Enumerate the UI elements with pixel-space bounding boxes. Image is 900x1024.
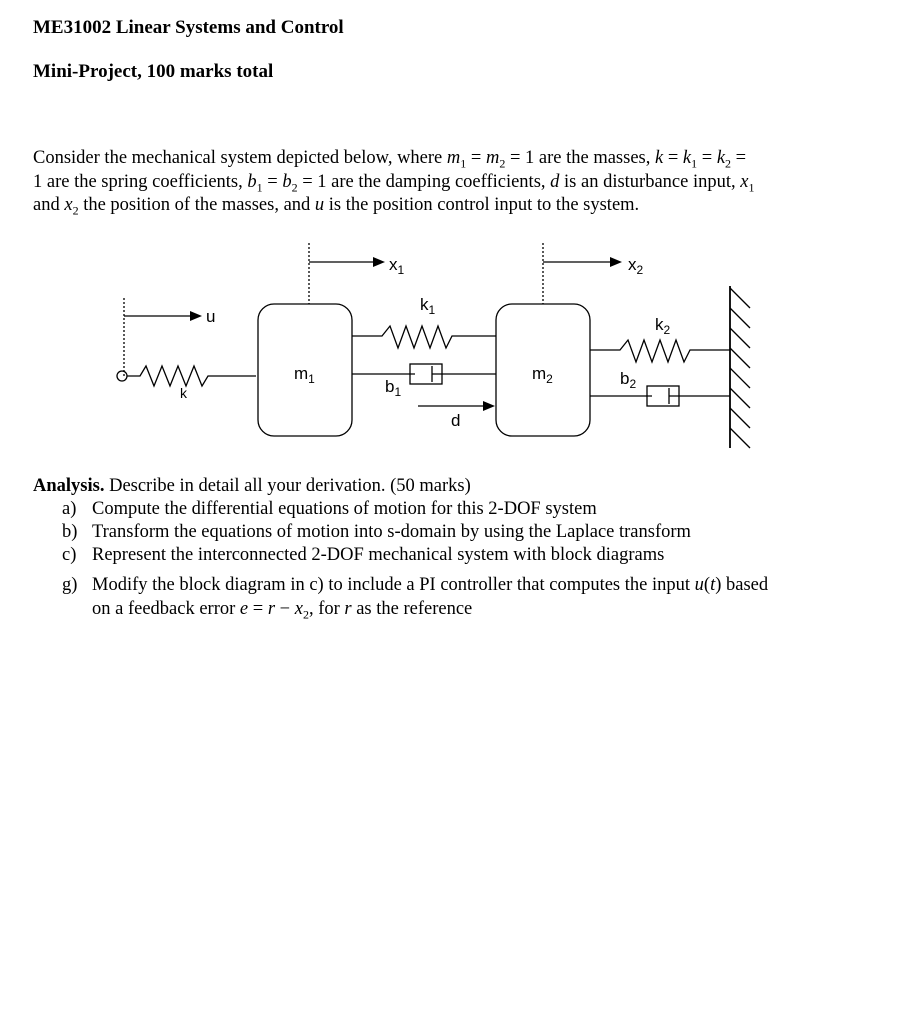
- spring-k2: [590, 338, 730, 364]
- analysis-heading: Analysis. Describe in detail all your de…: [33, 475, 471, 499]
- course-title: ME31002 Linear Systems and Control: [33, 17, 344, 38]
- label-d: d: [451, 411, 460, 430]
- intro-line-2: 1 are the spring coefficients, b1 = b2 =…: [33, 171, 755, 195]
- d-arrowhead: [483, 401, 495, 411]
- label-m2: m2: [532, 364, 553, 386]
- label-k: k: [180, 385, 188, 401]
- label-u: u: [206, 307, 215, 326]
- label-k2: k2: [655, 315, 671, 337]
- label-m1: m1: [294, 364, 315, 386]
- spring-k: [127, 364, 256, 388]
- label-b2: b2: [620, 369, 636, 391]
- list-item-b: b)Transform the equations of motion into…: [62, 522, 691, 542]
- intro-line-1: Consider the mechanical system depicted …: [33, 148, 747, 171]
- analysis-description: Describe in detail all your derivation. …: [104, 476, 471, 496]
- x1-arrowhead: [373, 257, 385, 267]
- mass-m1: [257, 303, 353, 437]
- label-k1: k1: [420, 295, 436, 317]
- label-b1: b1: [385, 377, 401, 399]
- intro-paragraph: Consider the mechanical system depicted …: [33, 147, 863, 218]
- input-node: [116, 370, 128, 382]
- list-item-c: c)Represent the interconnected 2-DOF mec…: [62, 545, 665, 565]
- intro-line-3: and x2 the position of the masses, and u…: [33, 195, 640, 218]
- analysis-title: Analysis.: [33, 476, 105, 496]
- project-subtitle: Mini-Project, 100 marks total: [33, 61, 274, 82]
- wall-hatching: [729, 287, 751, 449]
- label-x1: x1: [389, 255, 405, 277]
- x2-arrowhead: [610, 257, 622, 267]
- mass-spring-damper-diagram: u k x1 x2 k1 k2 m1 m2 b1 b2 d: [116, 243, 751, 449]
- label-x2: x2: [628, 255, 644, 277]
- u-arrowhead: [190, 311, 202, 321]
- spring-k1: [352, 324, 496, 350]
- list-item-a: a)Compute the differential equations of …: [62, 499, 597, 519]
- list-item-g: g)Modify the block diagram in c) to incl…: [62, 575, 769, 622]
